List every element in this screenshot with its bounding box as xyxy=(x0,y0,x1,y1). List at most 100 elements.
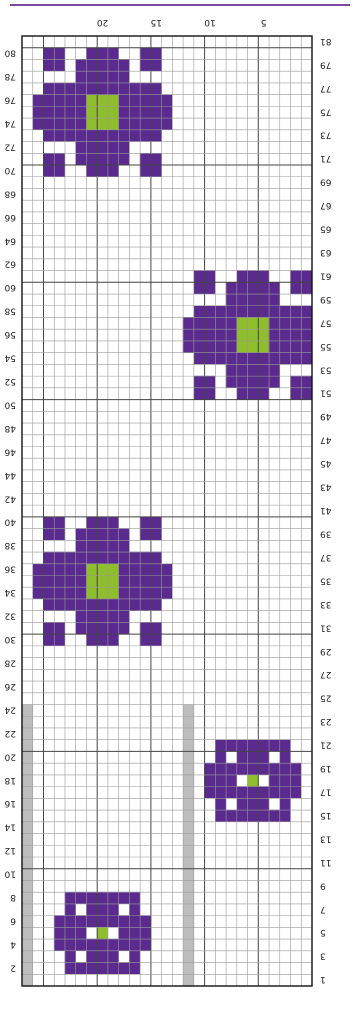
petal-stitch xyxy=(290,775,301,787)
petal-stitch xyxy=(269,763,280,775)
petal-stitch xyxy=(258,786,269,798)
petal-stitch xyxy=(237,270,248,282)
petal-stitch xyxy=(54,587,65,599)
row-label-odd: 73 xyxy=(320,130,331,140)
flower-center-stitch xyxy=(86,563,97,575)
row-label-even: 74 xyxy=(4,118,16,128)
flower-center-stitch xyxy=(247,341,258,353)
row-label-odd: 63 xyxy=(320,247,331,257)
petal-stitch xyxy=(108,540,119,552)
petal-stitch xyxy=(118,118,129,130)
petal-stitch xyxy=(97,939,108,951)
flower-center-stitch xyxy=(237,317,248,329)
petal-stitch xyxy=(97,634,108,646)
petal-stitch xyxy=(75,83,86,95)
petal-stitch xyxy=(118,130,129,142)
row-label-odd: 21 xyxy=(320,740,331,750)
petal-stitch xyxy=(204,341,215,353)
petal-stitch xyxy=(226,376,237,388)
petal-stitch xyxy=(258,364,269,376)
row-label-even: 40 xyxy=(4,517,16,527)
petal-stitch xyxy=(97,71,108,83)
petal-stitch xyxy=(290,270,301,282)
row-label-odd: 1 xyxy=(320,974,326,984)
petal-stitch xyxy=(226,317,237,329)
petal-stitch xyxy=(97,528,108,540)
petal-stitch xyxy=(118,927,129,939)
petal-stitch xyxy=(151,165,162,177)
petal-stitch xyxy=(226,341,237,353)
petal-stitch xyxy=(54,622,65,634)
petal-stitch xyxy=(43,599,54,611)
row-label-odd: 23 xyxy=(320,716,331,726)
petal-stitch xyxy=(75,130,86,142)
petal-stitch xyxy=(97,141,108,153)
flower-center-stitch xyxy=(247,775,258,787)
petal-stitch xyxy=(269,352,280,364)
petal-stitch xyxy=(140,599,151,611)
flower-center-stitch xyxy=(108,587,119,599)
row-label-odd: 47 xyxy=(320,435,331,445)
petal-stitch xyxy=(54,939,65,951)
petal-stitch xyxy=(65,130,76,142)
petal-stitch xyxy=(151,153,162,165)
petal-stitch xyxy=(75,59,86,71)
petal-stitch xyxy=(129,83,140,95)
petal-stitch xyxy=(151,106,162,118)
petal-stitch xyxy=(247,352,258,364)
petal-stitch xyxy=(129,587,140,599)
petal-stitch xyxy=(129,118,140,130)
petal-stitch xyxy=(183,341,194,353)
petal-stitch xyxy=(279,810,290,822)
flower-center-stitch xyxy=(108,575,119,587)
row-label-even: 64 xyxy=(4,235,16,245)
petal-stitch xyxy=(279,786,290,798)
petal-stitch xyxy=(32,587,43,599)
petal-stitch xyxy=(65,587,76,599)
petal-stitch xyxy=(97,153,108,165)
petal-stitch xyxy=(279,775,290,787)
petal-stitch xyxy=(247,305,258,317)
petal-stitch xyxy=(65,915,76,927)
petal-stitch xyxy=(194,341,205,353)
petal-stitch xyxy=(65,892,76,904)
flower-center-stitch xyxy=(86,118,97,130)
petal-stitch xyxy=(118,141,129,153)
petal-stitch xyxy=(290,305,301,317)
petal-stitch xyxy=(140,528,151,540)
petal-stitch xyxy=(290,282,301,294)
row-label-odd: 35 xyxy=(320,575,331,585)
petal-stitch xyxy=(108,552,119,564)
petal-stitch xyxy=(65,94,76,106)
petal-stitch xyxy=(118,540,129,552)
row-label-even: 30 xyxy=(4,634,16,644)
petal-stitch xyxy=(97,904,108,916)
petal-stitch xyxy=(290,376,301,388)
petal-stitch xyxy=(258,810,269,822)
row-label-odd: 59 xyxy=(320,294,332,304)
petal-stitch xyxy=(140,59,151,71)
petal-stitch xyxy=(118,59,129,71)
row-label-even: 20 xyxy=(4,751,16,761)
row-label-odd: 53 xyxy=(320,364,331,374)
petal-stitch xyxy=(118,892,129,904)
flower-center-stitch xyxy=(247,329,258,341)
petal-stitch xyxy=(108,610,119,622)
petal-stitch xyxy=(140,939,151,951)
petal-stitch xyxy=(43,622,54,634)
row-label-even: 2 xyxy=(10,962,16,972)
petal-stitch xyxy=(226,305,237,317)
petal-stitch xyxy=(301,341,312,353)
petal-stitch xyxy=(161,118,172,130)
petal-stitch xyxy=(129,892,140,904)
petal-stitch xyxy=(258,739,269,751)
row-label-odd: 19 xyxy=(320,763,332,773)
row-label-even: 18 xyxy=(4,775,16,785)
petal-stitch xyxy=(86,904,97,916)
petal-stitch xyxy=(97,915,108,927)
petal-stitch xyxy=(204,775,215,787)
petal-stitch xyxy=(140,130,151,142)
petal-stitch xyxy=(215,341,226,353)
petal-stitch xyxy=(75,892,86,904)
row-label-odd: 41 xyxy=(320,505,331,515)
